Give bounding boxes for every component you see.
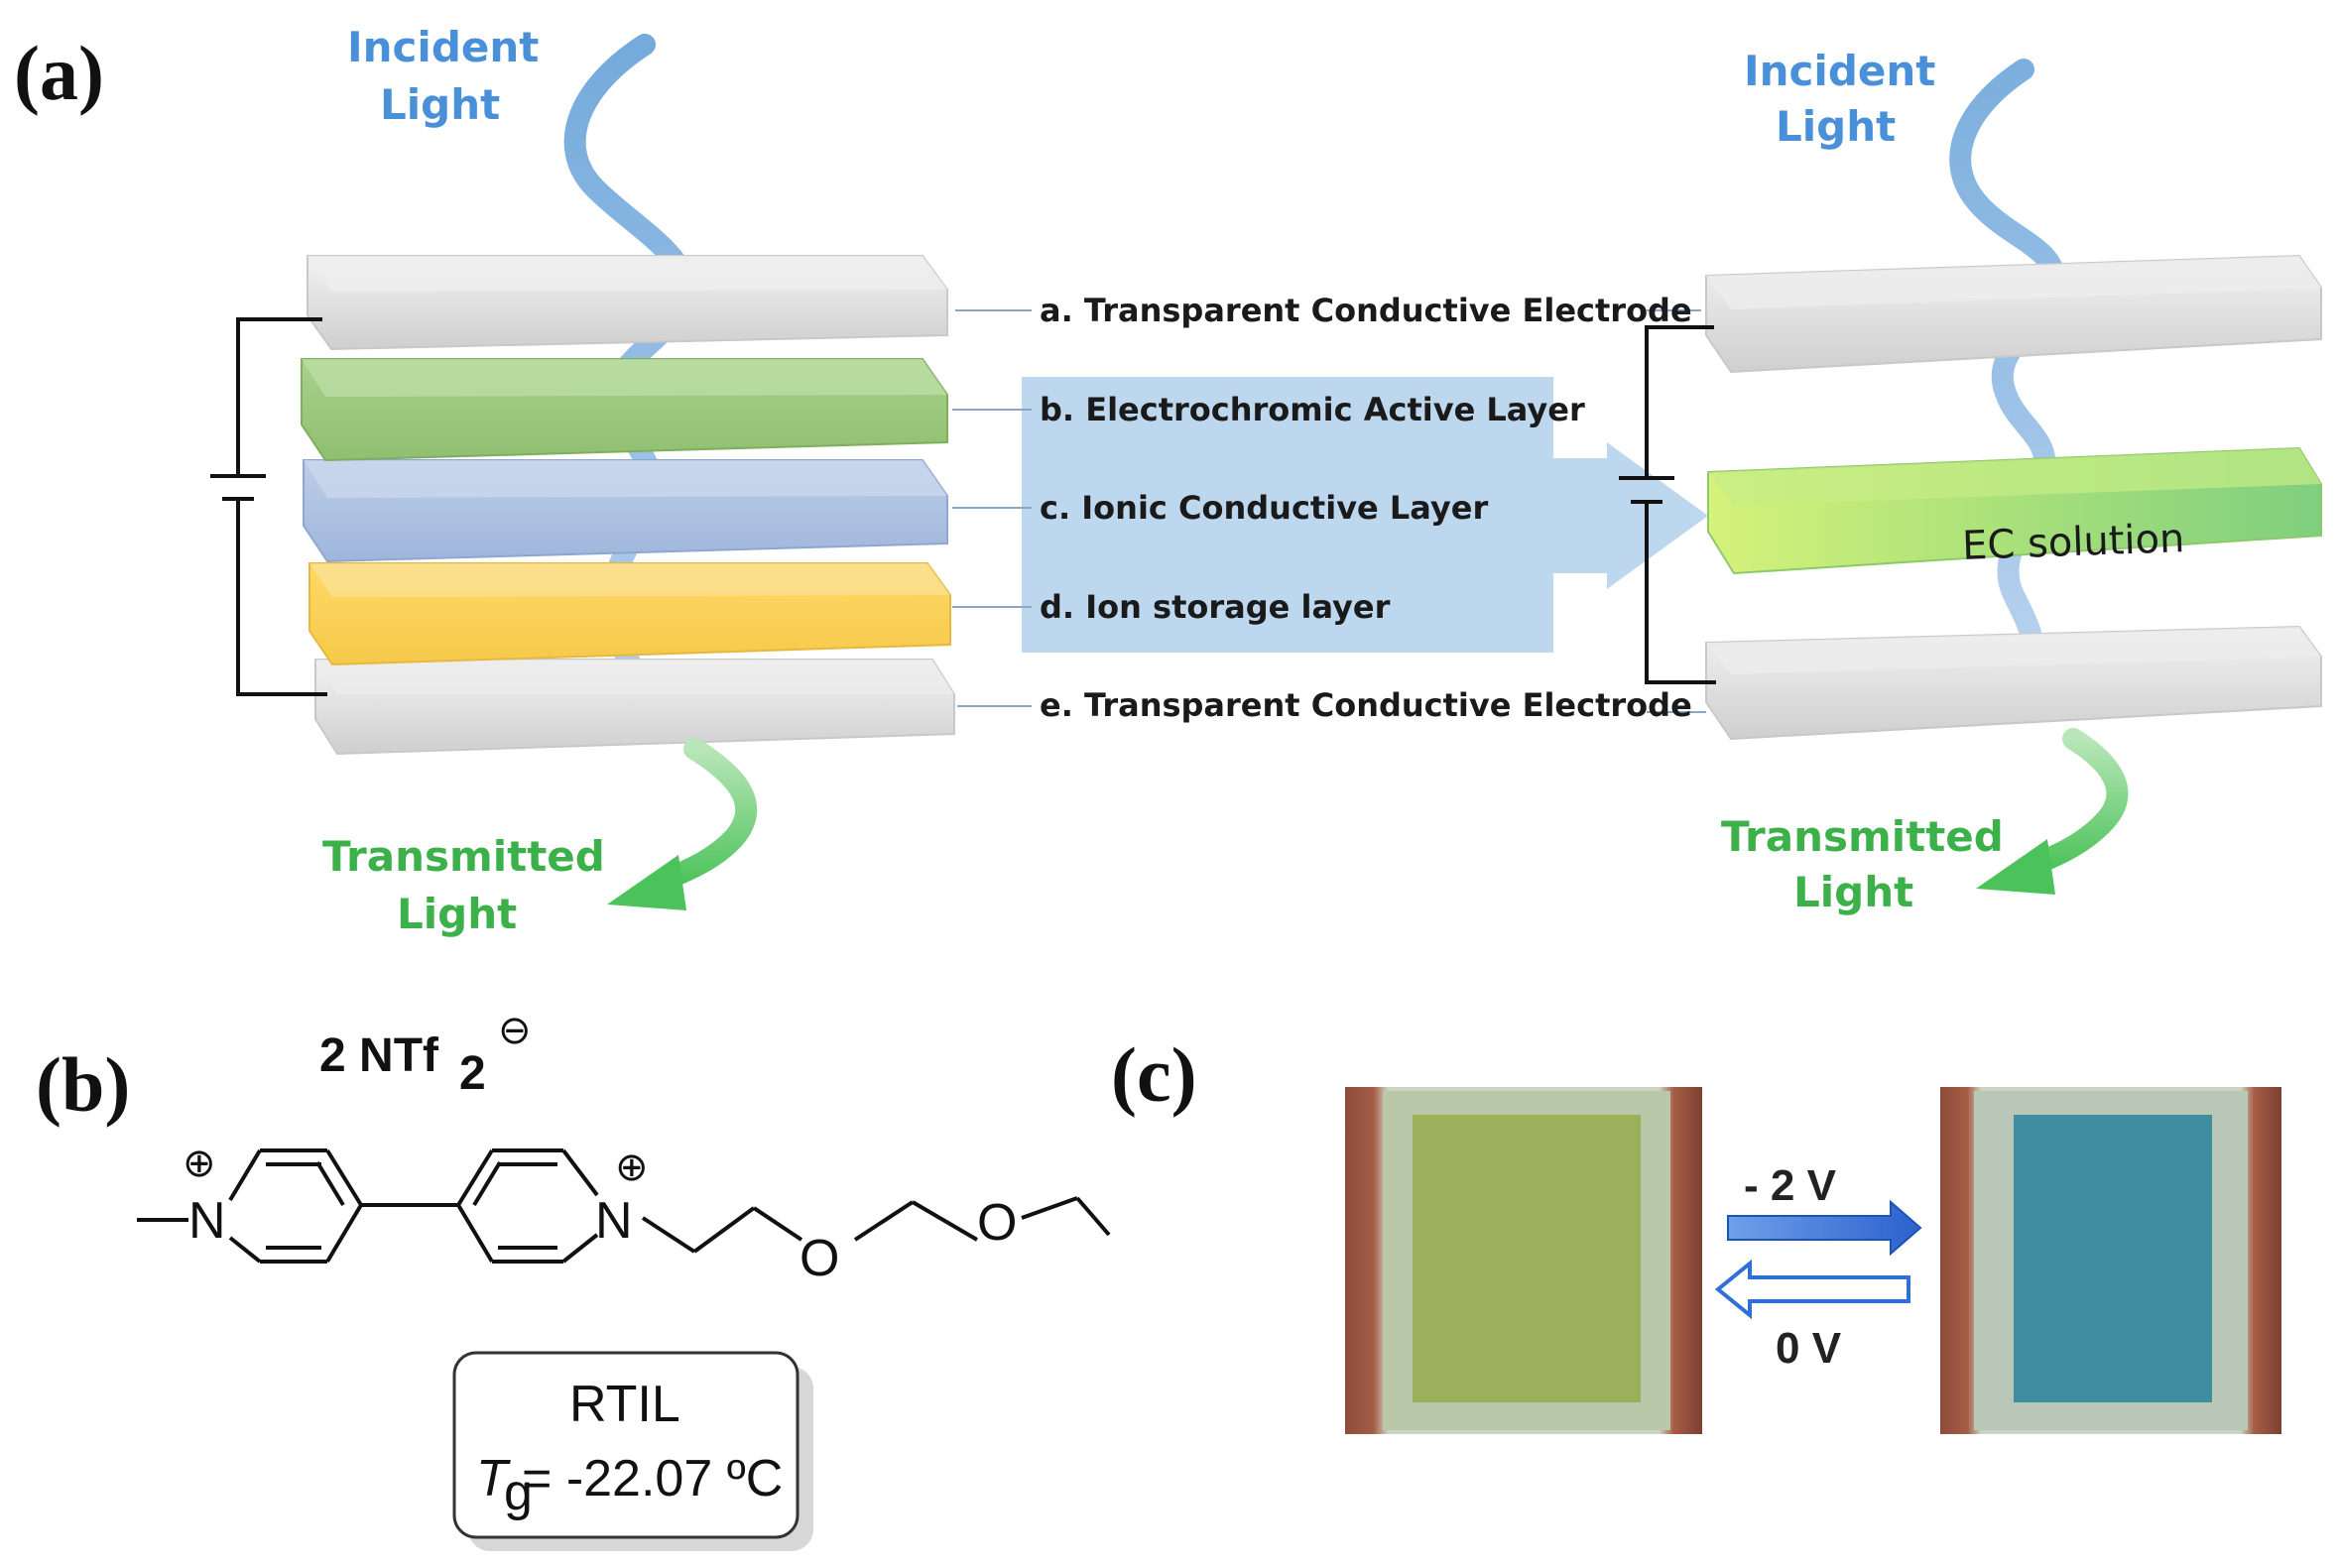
plus-n1: ⊕ [183, 1141, 216, 1186]
forward-voltage-label: - 2 V [1744, 1161, 1837, 1210]
forward-switch-arrow [1727, 1199, 1922, 1257]
left-layer-b [301, 358, 948, 462]
left-layer-a [307, 255, 948, 351]
left-layer-e [314, 659, 955, 756]
panel-c-label: (c) [1111, 1031, 1197, 1118]
left-incident-label-2: Light [380, 80, 500, 129]
tg-value: = -22.07 ºC [522, 1450, 783, 1508]
atom-n1: N [188, 1192, 226, 1250]
layer-label-d: d. Ion storage layer [1040, 588, 1391, 626]
left-layer-d [308, 562, 951, 666]
left-incident-label-1: Incident [347, 23, 539, 71]
layer-label-e: e. Transparent Conductive Electrode [1040, 686, 1692, 724]
panel-a-label: (a) [14, 30, 104, 116]
right-incident-light-wave [1949, 59, 2066, 705]
center-transition-arrow [1022, 377, 1708, 653]
reverse-switch-arrow [1714, 1259, 1910, 1320]
layer-leader-lines [952, 309, 1706, 713]
right-layer-stack [1705, 254, 2322, 741]
panel-b-label: (b) [36, 1041, 130, 1128]
photo-bleached-state [1345, 1087, 1702, 1434]
ec-solution-label: EC solution [1961, 516, 2185, 569]
rtil-box [452, 1351, 813, 1551]
left-transmitted-arrowhead [607, 855, 686, 910]
left-layer-c [303, 459, 948, 563]
atom-n2: N [595, 1192, 633, 1250]
atom-o1: O [800, 1230, 839, 1287]
left-transmitted-label-1: Transmitted [322, 832, 605, 881]
photo-colored-state [1940, 1087, 2281, 1434]
left-battery-circuit [210, 317, 327, 696]
counterion-subscript: 2 [459, 1047, 486, 1100]
plus-n2: ⊕ [615, 1145, 649, 1190]
counterion-charge: ⊖ [498, 1008, 532, 1053]
atom-o2: O [977, 1194, 1017, 1252]
right-top-electrode [1705, 254, 2322, 374]
right-battery-circuit [1619, 325, 1716, 684]
layer-label-a: a. Transparent Conductive Electrode [1040, 292, 1692, 329]
right-ec-solution-layer [1707, 446, 2322, 575]
counterion-text: 2 NTf [319, 1029, 439, 1082]
right-bottom-electrode [1705, 625, 2322, 741]
reverse-voltage-label: 0 V [1776, 1324, 1842, 1373]
right-transmitted-label-2: Light [1793, 868, 1913, 916]
right-incident-label-1: Incident [1744, 47, 1935, 95]
rtil-title: RTIL [569, 1376, 680, 1433]
layer-label-c: c. Ionic Conductive Layer [1040, 489, 1488, 527]
left-transmitted-label-2: Light [397, 890, 517, 938]
layer-label-b: b. Electrochromic Active Layer [1040, 391, 1585, 428]
viologen-structure [137, 1148, 1111, 1264]
tg-subscript: g [504, 1464, 533, 1521]
right-transmitted-label-1: Transmitted [1721, 812, 2004, 861]
right-transmitted-arrowhead [1976, 839, 2055, 895]
left-layer-stack [301, 255, 955, 756]
tg-symbol: T [476, 1450, 511, 1508]
right-incident-label-2: Light [1776, 102, 1896, 151]
